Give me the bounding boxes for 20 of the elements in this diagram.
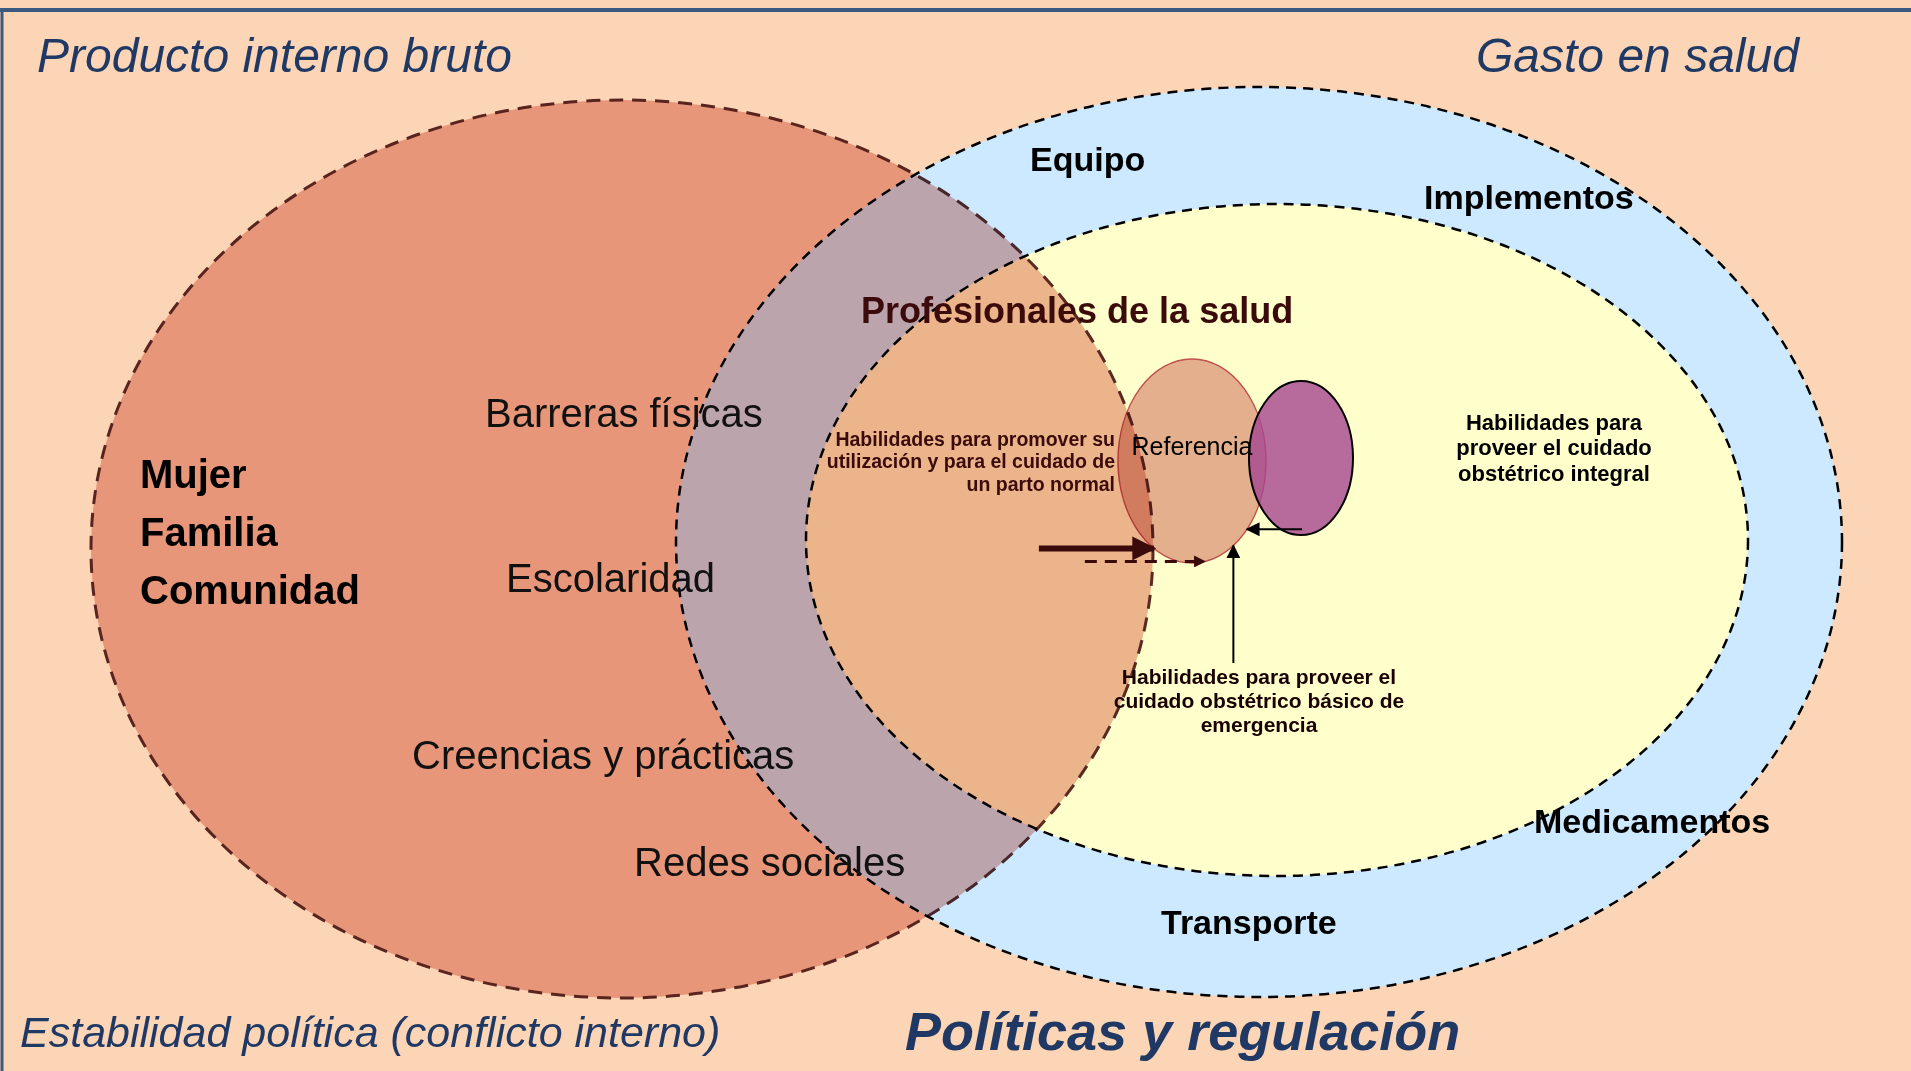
context-heading: Estabilidad política (conflicto interno): [20, 1008, 721, 1058]
region-label: Medicamentos: [1534, 802, 1771, 842]
factor-label: Escolaridad: [506, 555, 715, 601]
arrow: [1226, 544, 1241, 664]
factor-label: Creencias y prácticas: [412, 732, 795, 778]
arrow: [1245, 522, 1303, 537]
arrow: [1084, 555, 1207, 568]
annotation-text: Habilidades para promover su utilización y para el cuidado de un parto normal: [825, 428, 1115, 496]
region-label: Habilidades para proveer el cuidado obstétrico integral: [1455, 410, 1653, 486]
group-list: Mujer Familia Comunidad: [140, 445, 380, 619]
context-heading: Producto interno bruto: [37, 28, 512, 84]
factor-label: Barreras físicas: [485, 390, 763, 436]
context-heading: Gasto en salud: [1476, 28, 1799, 84]
arrow: [1038, 536, 1157, 561]
region-label: Implementos: [1424, 178, 1634, 218]
annotation-text: Habilidades para proveer el cuidado obstétrico básico de emergencia: [1112, 665, 1406, 738]
factor-label: Redes sociales: [634, 839, 906, 885]
region-label: Equipo: [1030, 140, 1146, 180]
context-heading: Políticas y regulación: [905, 1000, 1461, 1063]
region-label: Transporte: [1161, 903, 1337, 943]
